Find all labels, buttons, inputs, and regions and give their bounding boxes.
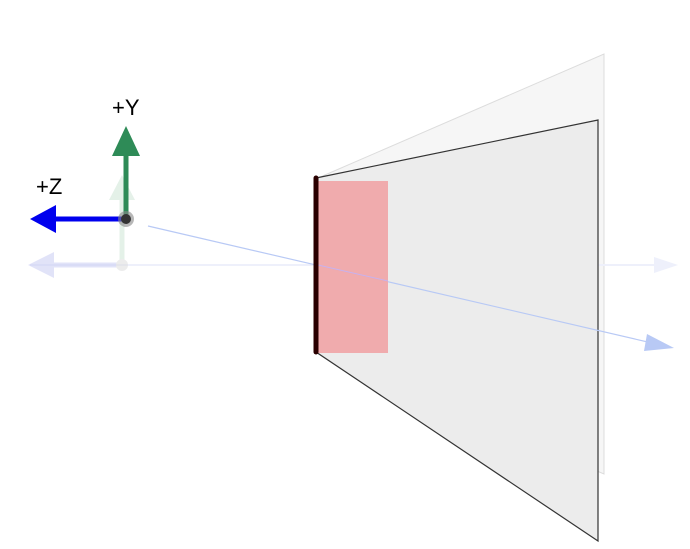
z-axis-label: +Z — [36, 174, 62, 199]
view-ray — [147, 225, 674, 351]
ghost-origin-dot — [116, 259, 128, 271]
ghost-y-axis-arrowhead — [109, 175, 135, 200]
projected-object[interactable] — [318, 181, 388, 353]
ghost-z-axis-arrowhead — [28, 252, 54, 278]
view-ray-through-object — [317, 264, 389, 282]
axes-gizmo[interactable] — [30, 126, 140, 233]
y-axis-arrowhead[interactable] — [112, 126, 140, 156]
view-ray-arrowhead — [644, 334, 674, 351]
view-ray-line — [147, 225, 653, 344]
z-axis-arrowhead[interactable] — [30, 205, 56, 233]
y-axis-label: +Y — [112, 95, 140, 120]
ghost-horizon-arrowhead — [654, 257, 678, 273]
origin-dot[interactable] — [121, 214, 131, 224]
